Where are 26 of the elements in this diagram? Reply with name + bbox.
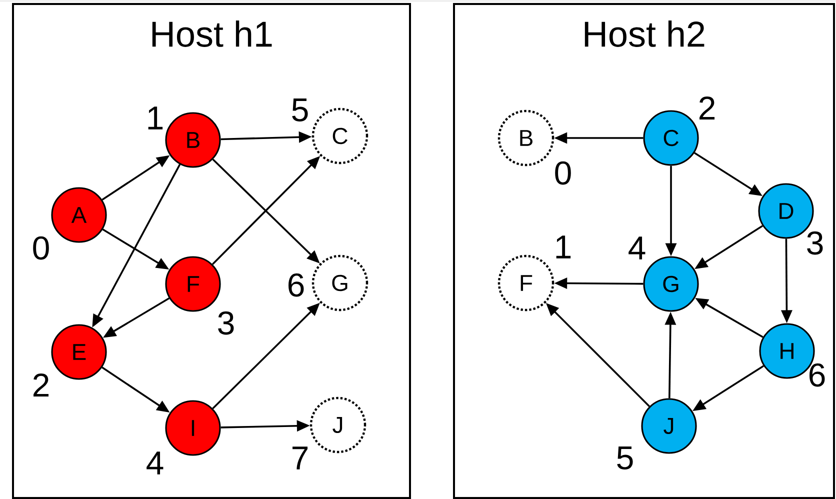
graph-node: F xyxy=(165,256,221,312)
graph-node: I xyxy=(165,400,221,456)
graph-node: G xyxy=(643,256,699,312)
graph-node: B xyxy=(165,112,221,168)
remote-node: B xyxy=(498,110,554,166)
remote-node: C xyxy=(312,108,368,164)
node-number: 5 xyxy=(292,98,308,122)
graph-node: E xyxy=(51,324,107,380)
node-number: 1 xyxy=(556,236,571,258)
graph-node: A xyxy=(51,187,107,243)
node-number: 0 xyxy=(33,236,49,260)
node-number: 4 xyxy=(146,452,164,474)
node-number: 3 xyxy=(218,311,234,335)
node-number: 0 xyxy=(555,161,571,185)
node-number: 2 xyxy=(700,96,715,120)
node-number: 1 xyxy=(148,106,163,130)
node-number: 5 xyxy=(617,446,633,470)
remote-node: J xyxy=(310,396,366,454)
remote-node: F xyxy=(498,254,554,312)
remote-node: G xyxy=(312,254,368,312)
node-number: 2 xyxy=(34,373,49,397)
node-number: 6 xyxy=(288,273,304,297)
graph-node: J xyxy=(641,398,697,454)
node-number: 7 xyxy=(292,446,308,470)
graph-node: C xyxy=(643,110,699,166)
node-number: 4 xyxy=(628,236,646,260)
